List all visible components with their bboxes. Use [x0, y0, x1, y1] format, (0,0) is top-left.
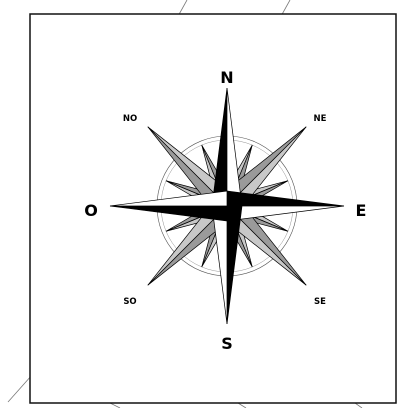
label-east: E	[356, 201, 367, 220]
label-southwest: SO	[123, 297, 136, 307]
label-southeast: SE	[314, 297, 326, 307]
label-north: N	[220, 68, 233, 87]
label-south: S	[221, 334, 233, 353]
label-northeast: NE	[314, 114, 327, 124]
label-northwest: NO	[123, 114, 137, 124]
label-west: O	[84, 201, 98, 220]
